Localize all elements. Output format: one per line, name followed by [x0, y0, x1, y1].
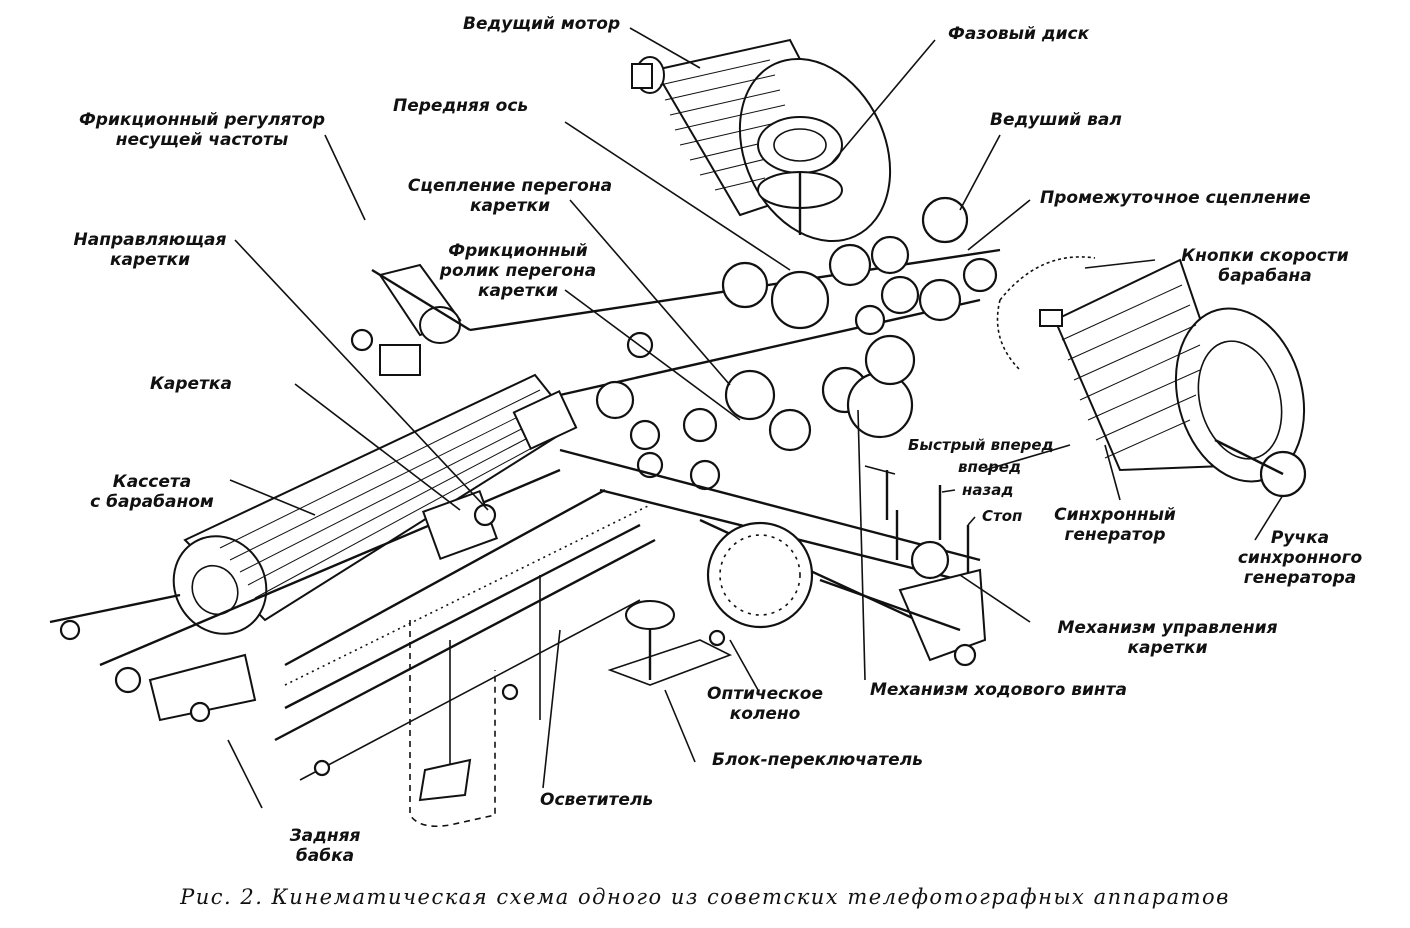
label-cassette: Кассета с барабаном [90, 472, 214, 512]
drive-shaft [469, 196, 1001, 397]
label-intermediate-clutch: Промежуточное сцепление [1040, 188, 1311, 208]
label-carriage-clutch: Сцепление перегона каретки [407, 176, 613, 216]
friction-regulator [350, 263, 471, 376]
optical-and-illuminator [409, 521, 814, 828]
gear-cluster [595, 331, 916, 491]
label-phase-disk: Фазовый диск [948, 24, 1090, 44]
label-drive-shaft: Ведуший вал [990, 110, 1122, 130]
leader-lines [227, 27, 1284, 809]
carriage-body [421, 489, 499, 561]
label-back: назад [962, 481, 1014, 499]
label-carriage-control: Механизм управления каретки [1057, 618, 1278, 658]
label-sync-generator: Синхронный генератор [1054, 505, 1176, 545]
label-friction-regulator: Фрикционный регулятор несущей частоты [78, 110, 326, 150]
label-switch-block: Блок-переключатель [712, 750, 923, 770]
drum-speed-ring [996, 256, 1096, 371]
label-stop: Стоп [982, 507, 1023, 525]
label-drive-motor: Ведущий мотор [463, 14, 621, 34]
label-carriage: Каретка [150, 374, 232, 394]
mechanism-drawing [49, 27, 1307, 828]
label-carriage-guide: Направляющая каретки [73, 230, 227, 270]
label-lead-screw-mechanism: Механизм ходового винта [870, 680, 1127, 700]
label-fast-forward: Быстрый вперед [908, 436, 1054, 454]
drum-cassette [172, 373, 578, 635]
label-sync-handle: Ручка синхронного генератора [1237, 528, 1363, 588]
label-illuminator: Осветитель [540, 790, 654, 810]
tailstock [49, 593, 257, 723]
label-drum-speed-buttons: Кнопки скорости барабана [1181, 246, 1349, 286]
sync-generator [1039, 258, 1307, 498]
phase-disk [757, 116, 843, 235]
carriage-control [819, 470, 987, 667]
figure-caption: Рис. 2. Кинематическая схема одного из с… [180, 885, 1230, 909]
label-friction-roller: Фрикционный ролик перегона каретки [439, 241, 597, 301]
label-tailstock: Задняя бабка [289, 826, 361, 866]
label-optical-elbow: Оптическое колено [707, 684, 823, 724]
label-forward: вперед [958, 458, 1022, 476]
label-front-axis: Передняя ось [393, 96, 529, 116]
